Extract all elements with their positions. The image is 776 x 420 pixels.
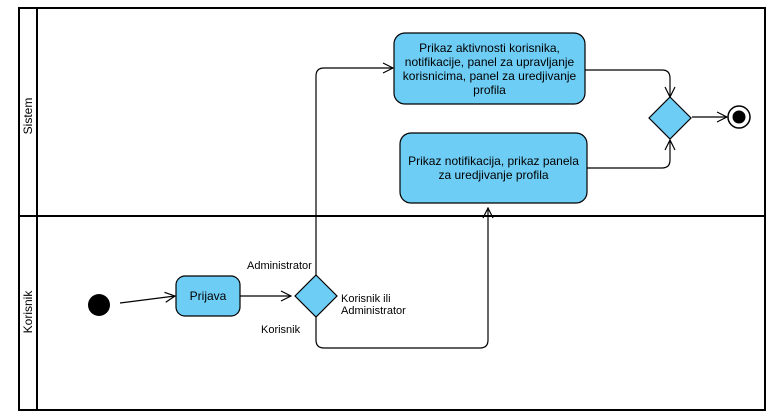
edge-decision-user	[315, 208, 488, 349]
lane-title-sistem: Sistem	[21, 98, 35, 135]
final-node-icon	[732, 110, 746, 124]
edge-label-korisnik: Korisnik	[261, 324, 301, 336]
activity-admin	[393, 32, 586, 105]
pool-frame	[18, 7, 766, 411]
lane-title-korisnik: Korisnik	[21, 290, 35, 334]
edge-start-prijava	[119, 296, 175, 304]
activity-prijava	[175, 275, 241, 317]
edge-label-korisnik-ili-administrator: Korisnik ili Administrator	[341, 293, 406, 317]
edge-label-administrator: Administrator	[247, 260, 312, 272]
edge-admin-merge	[585, 69, 670, 97]
initial-node-icon	[88, 294, 110, 316]
role-decision-diamond	[294, 274, 338, 318]
edge-user-merge	[587, 140, 670, 169]
edge-decision-admin	[315, 68, 393, 275]
merge-decision-diamond	[648, 96, 692, 140]
activity-user	[399, 132, 588, 204]
